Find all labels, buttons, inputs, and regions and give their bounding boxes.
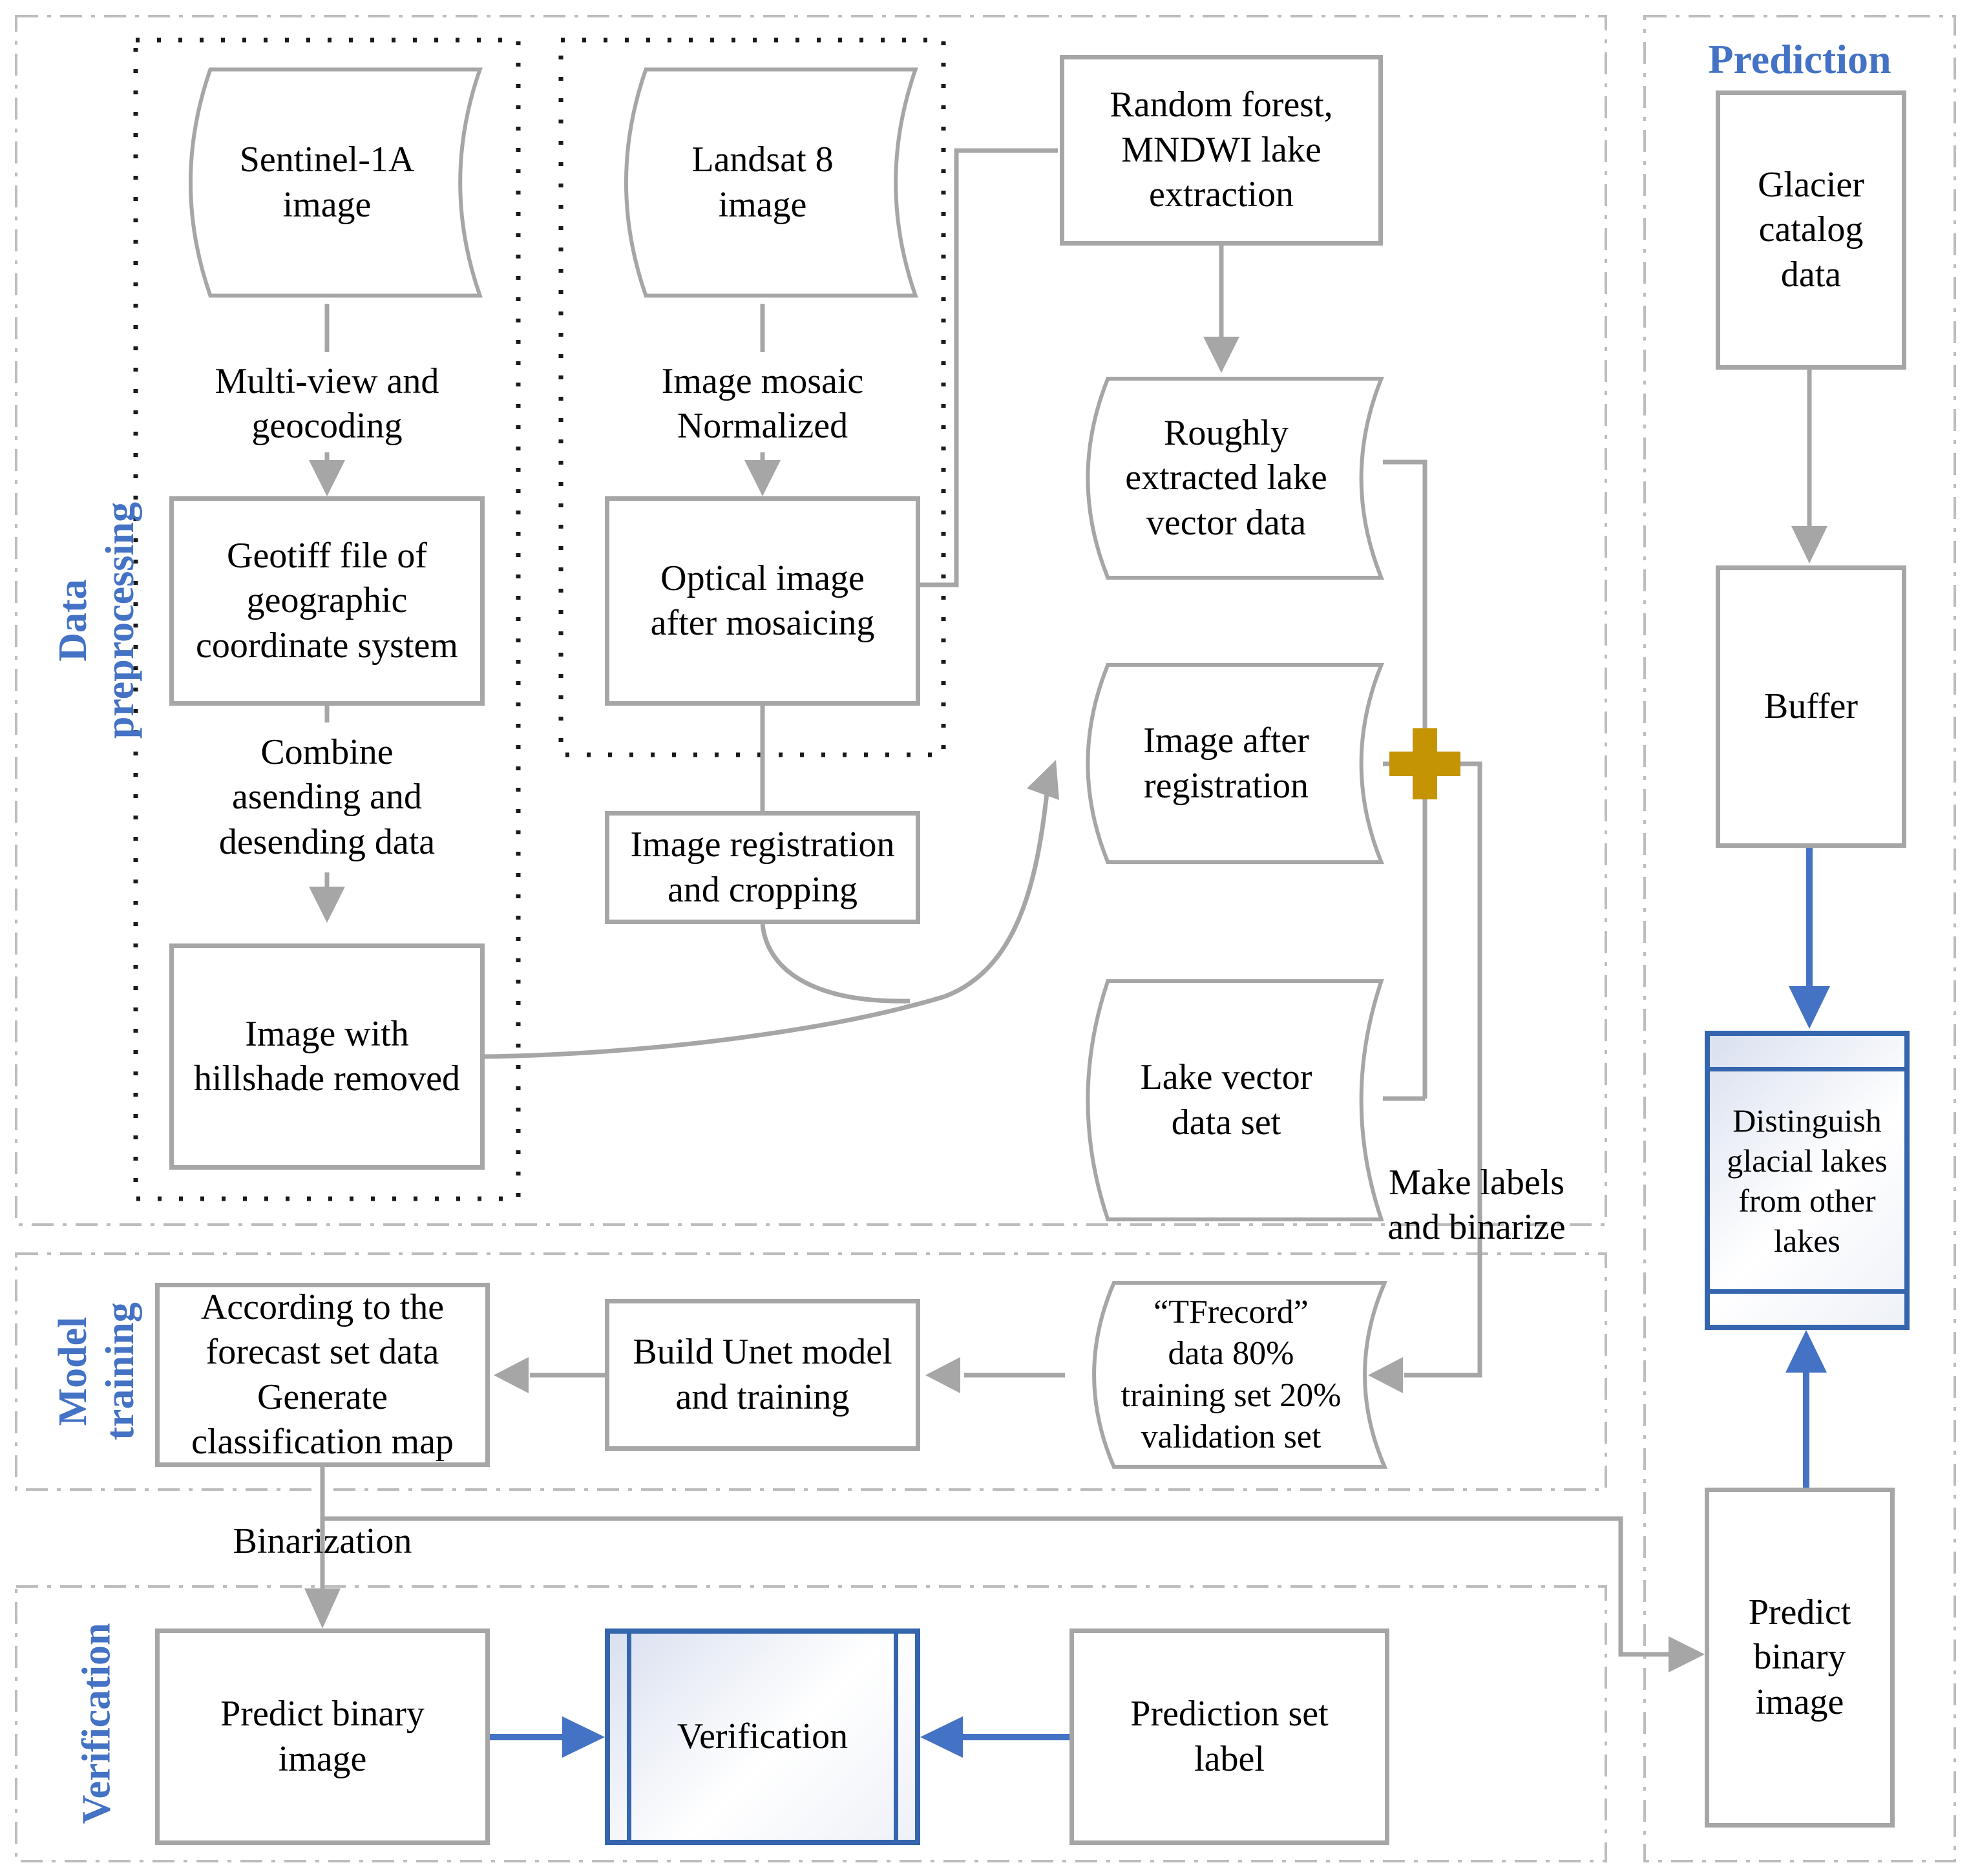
section-label-data-preprocessing: Data preprocessing (50, 501, 142, 739)
edge-label-combine-ascending-descending: Combine asending and desending data (218, 732, 436, 862)
node-lake-vector-data-set: Lake vector data set (1066, 973, 1386, 1228)
stored-data-shape (1066, 973, 1386, 1228)
gray-arrowheads (304, 337, 1827, 1672)
blue-connectors (490, 848, 1813, 1740)
dotted-group-sar (133, 37, 521, 1201)
section-model-training (15, 1252, 1607, 1491)
section-label-verification: Verification (74, 1623, 119, 1824)
dotted-groups (133, 37, 946, 1201)
node-verification: Verification (605, 1628, 920, 1845)
node-according-generate-classification: According to the forecast set data Gener… (155, 1283, 490, 1467)
node-random-forest-mndwi: Random forest, MNDWI lake extraction (1060, 55, 1383, 246)
node-predict-binary-image-verification: Predict binary image (155, 1628, 490, 1845)
section-verification (15, 1585, 1607, 1862)
section-label-model-training: Model training (50, 1302, 142, 1440)
blue-arrowheads (562, 986, 1830, 1758)
node-sentinel-1a-image: Sentinel-1A image (169, 61, 485, 304)
stored-data-shape (1066, 658, 1386, 869)
section-prediction (1643, 15, 1956, 1862)
section-label-prediction: Prediction (1708, 36, 1891, 82)
node-image-after-registration: Image after registration (1066, 658, 1386, 869)
stored-data-shape (1066, 372, 1386, 585)
node-glacier-catalog-data: Glacier catalog data (1716, 90, 1906, 370)
node-landsat-8-image: Landsat 8 image (605, 61, 920, 304)
dotted-group-optical (558, 37, 946, 757)
edge-label-binarization: Binarization (233, 1521, 412, 1562)
node-buffer: Buffer (1716, 565, 1906, 848)
stored-data-shape (605, 61, 920, 304)
node-image-hillshade-removed: Image with hillshade removed (169, 943, 485, 1170)
node-image-registration-cropping: Image registration and cropping (605, 811, 920, 924)
edge-label-multi-view-geocoding: Multi-view and geocoding (215, 361, 439, 446)
node-distinguish-glacial-lakes: Distinguish glacial lakes from other lak… (1705, 1031, 1910, 1330)
section-data-preprocessing (15, 15, 1607, 1226)
node-roughly-extracted-lake-vector: Roughly extracted lake vector data (1066, 372, 1386, 585)
edge-label-make-labels-binarize: Make labels and binarize (1387, 1162, 1566, 1247)
node-prediction-set-label: Prediction set label (1069, 1628, 1389, 1845)
node-predict-binary-image-prediction: Predict binary image (1705, 1488, 1895, 1828)
node-optical-image-mosaic: Optical image after mosaicing (605, 496, 920, 706)
section-borders (15, 15, 1956, 1862)
stored-data-shape (169, 61, 485, 304)
merge-plus-icon (1389, 728, 1460, 799)
node-geotiff-file: Geotiff file of geographic coordinate sy… (169, 496, 485, 706)
node-tfrecord-data: “TFrecord” data 80% training set 20% val… (1073, 1276, 1389, 1473)
edge-label-image-mosaic-normalized: Image mosaic Normalized (661, 361, 864, 446)
node-build-unet-model: Build Unet model and training (605, 1299, 920, 1451)
stored-data-shape (1073, 1276, 1389, 1473)
